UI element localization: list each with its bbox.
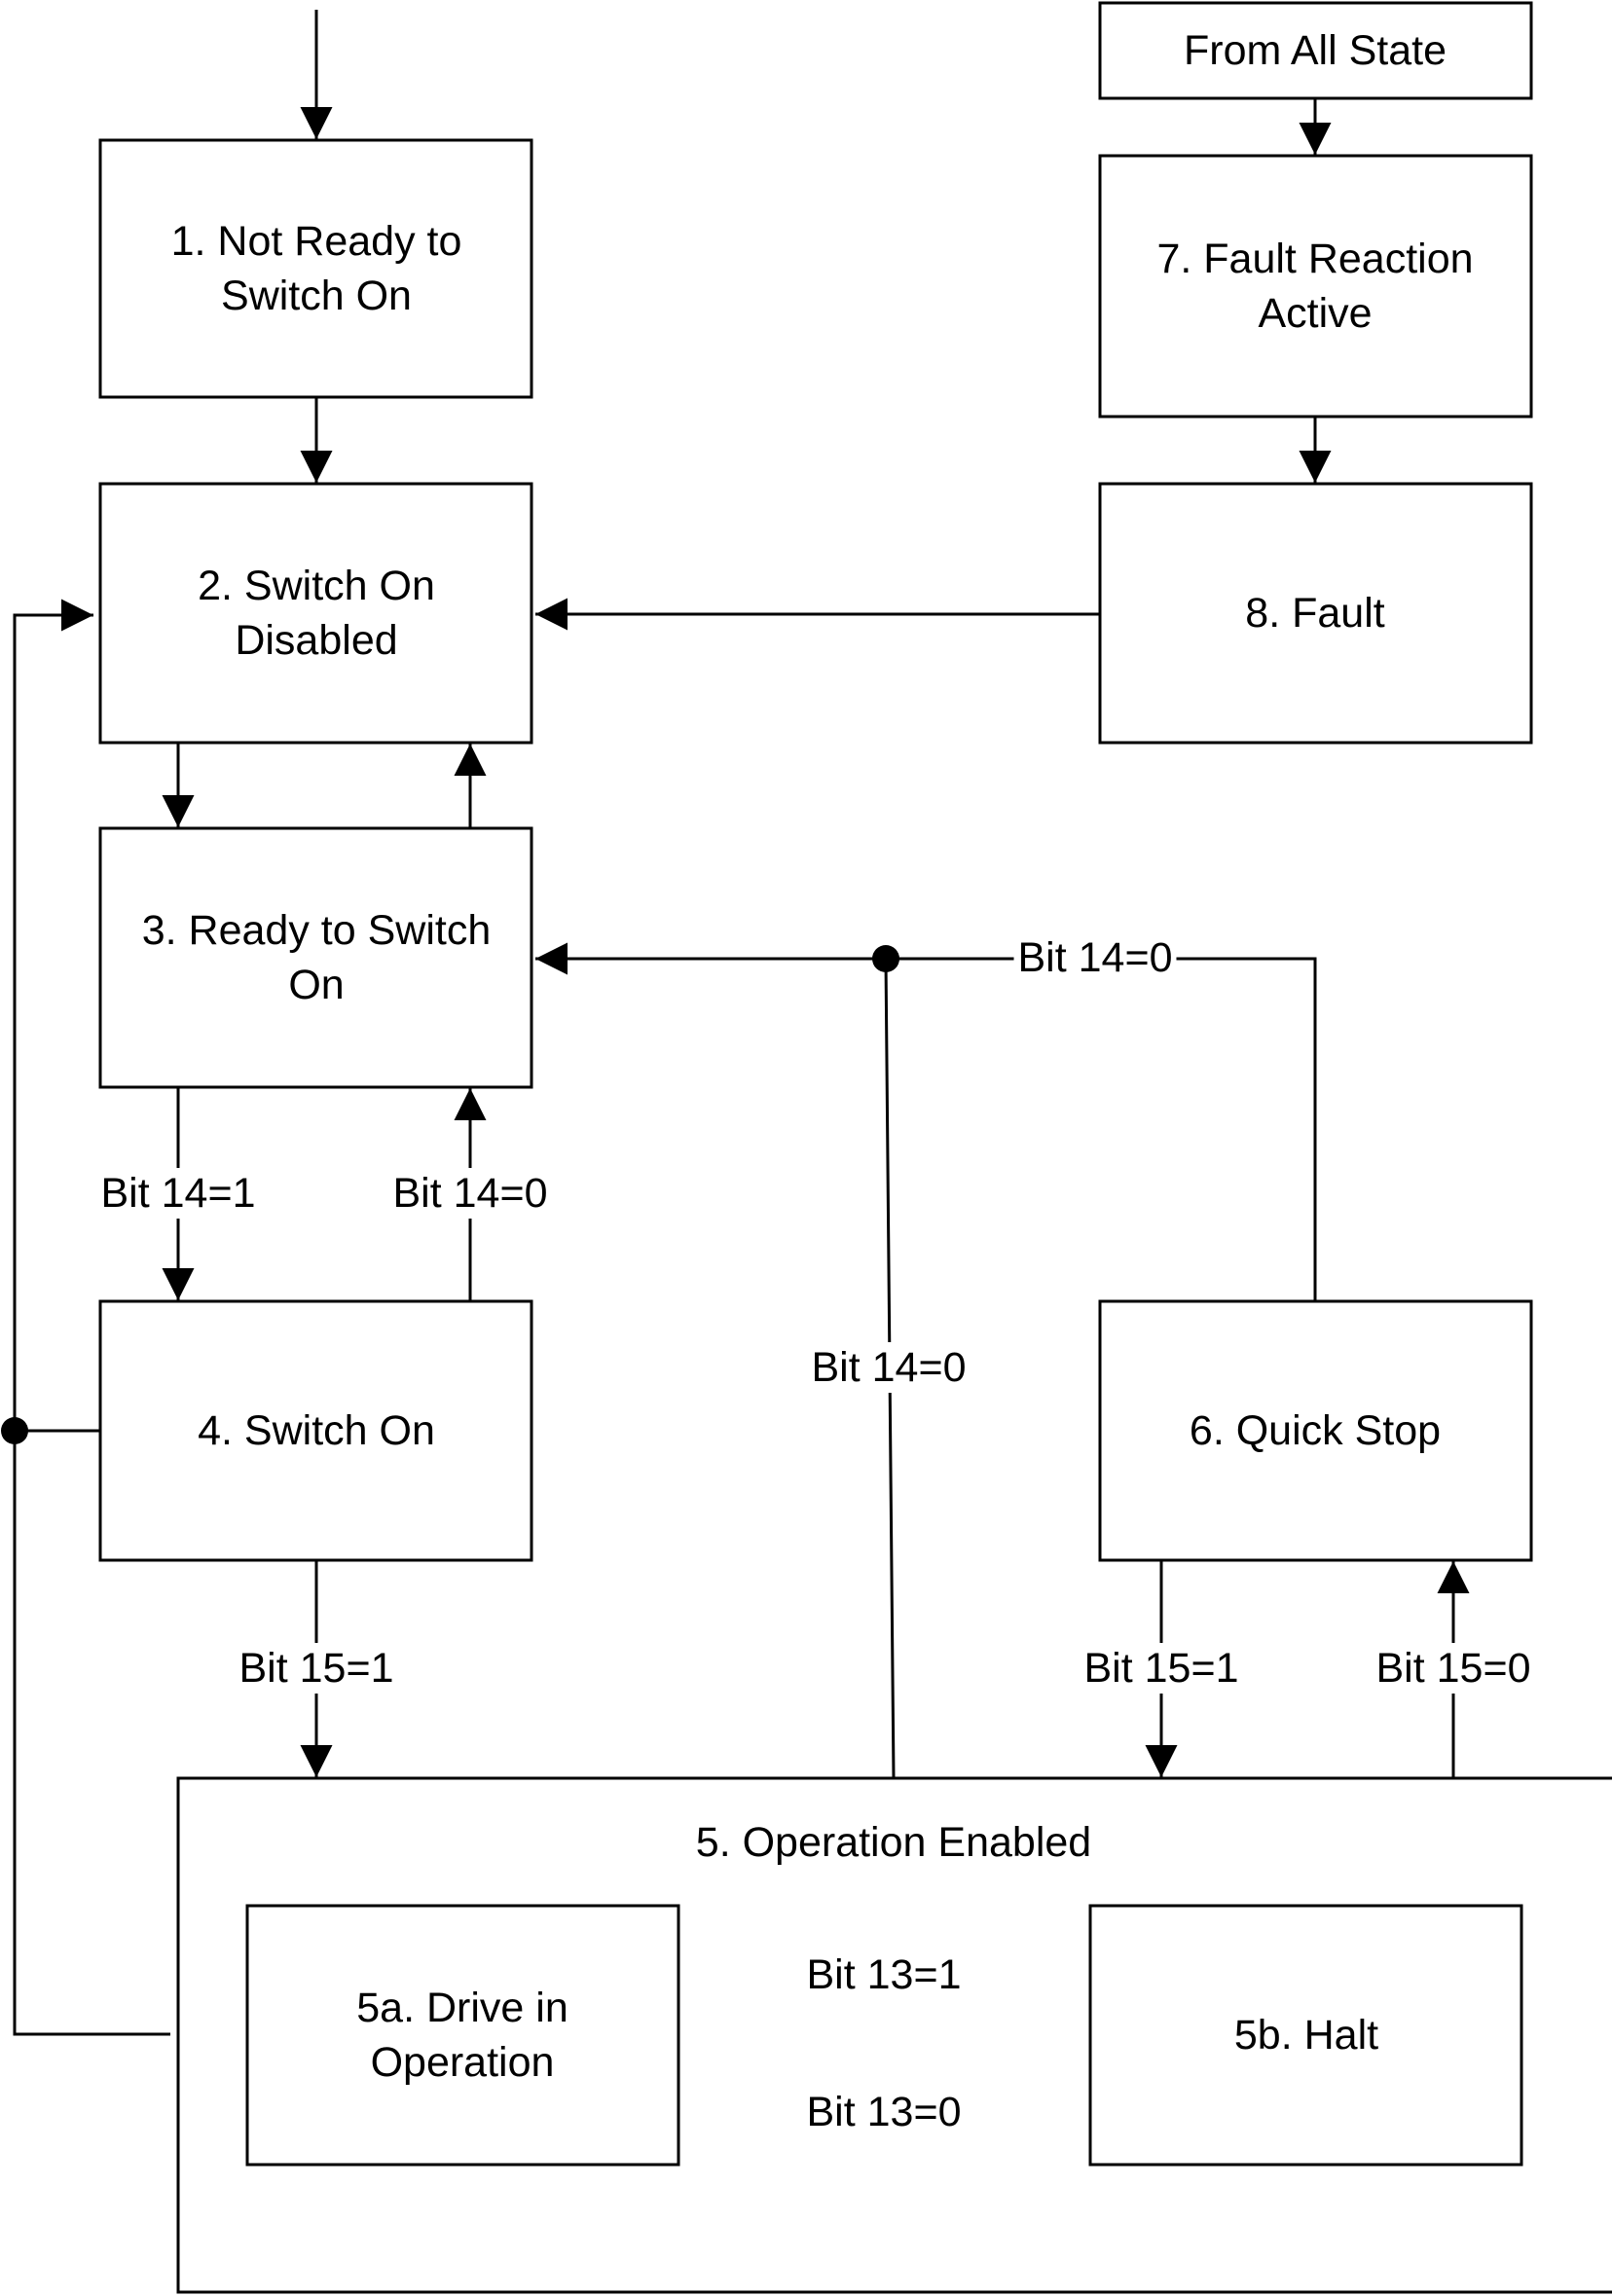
state-label-line: 5a. Drive in: [356, 1985, 568, 2031]
transition-label-s4-to-s3: Bit 14=0: [393, 1170, 548, 1217]
state-label-8: 8. Fault: [1245, 590, 1384, 637]
edge-s4-to-s2: [13, 599, 99, 1433]
state-label-line: 3. Ready to Switch: [142, 907, 492, 954]
transition-label-background: [802, 2087, 966, 2137]
state-label-4: 4. Switch On: [198, 1407, 435, 1454]
state-label-line: 6. Quick Stop: [1190, 1407, 1441, 1454]
state-box-4: [98, 1299, 533, 1562]
transition-label-s5-to-s3: Bit 14=0: [812, 1344, 967, 1391]
state-label-line: 8. Fault: [1245, 590, 1384, 637]
state-label-line: 2. Switch On: [198, 563, 435, 609]
state-labels: 1. Not Ready to Switch On 2. Switch On Dis…: [142, 27, 1474, 2086]
state-box-5b: [1088, 1904, 1523, 2167]
state-label-5a: 5a. Drive in Operation: [356, 1985, 568, 2086]
state-label-line: On: [288, 962, 344, 1008]
transition-label-s5b-to-s5a: Bit 13=0: [807, 2089, 962, 2135]
transition-label-s3-to-s4: Bit 14=1: [101, 1170, 256, 1217]
transition-label-background: [807, 1342, 971, 1393]
state-boxes: [98, 1, 1612, 2294]
state-label-1: 1. Not Ready to Switch On: [171, 218, 462, 319]
state-label-line: 5b. Halt: [1234, 2012, 1378, 2059]
edge-s6-to-s3: [886, 957, 1317, 1301]
transition-label-background: [96, 1168, 260, 1219]
state-label-line: Operation: [371, 2039, 555, 2086]
state-box-8: [1098, 482, 1533, 745]
state-label-line: 7. Fault Reaction: [1156, 236, 1473, 282]
state-label-line: Switch On: [221, 273, 412, 319]
transition-label-s6-to-s5: Bit 15=1: [1084, 1645, 1239, 1692]
state-label-line: From All State: [1184, 27, 1447, 74]
transition-label-background: [1372, 1643, 1535, 1694]
junction-dot-s3: [872, 945, 899, 972]
transition-label-s6-to-s3: Bit 14=0: [1018, 934, 1173, 981]
transition-label-s5a-to-s5b: Bit 13=1: [807, 1951, 962, 1998]
transition-label-background: [235, 1643, 398, 1694]
state-box-6: [1098, 1299, 1533, 1562]
state-box-3: [98, 826, 533, 1089]
junction-dot-left: [1, 1417, 28, 1444]
transition-label-background: [388, 1168, 552, 1219]
state-label-2: 2. Switch On Disabled: [198, 563, 435, 664]
transition-label-background: [802, 1950, 966, 2000]
edge-s5-to-s2: [13, 1431, 170, 2036]
state-label-line: Disabled: [235, 617, 397, 664]
transition-label-background: [1013, 932, 1177, 983]
state-label-line: 5. Operation Enabled: [696, 1819, 1091, 1866]
state-box-2: [98, 482, 533, 745]
transition-label-s5-to-s6: Bit 15=0: [1376, 1645, 1531, 1692]
from-all-box: [1098, 1, 1533, 100]
transition-label-background: [1080, 1643, 1243, 1694]
state-label-6: 6. Quick Stop: [1190, 1407, 1441, 1454]
state-box-7: [1098, 154, 1533, 419]
transition-labels: Bit 14=1 Bit 14=0 Bit 15=1 Bit 15=1 Bit …: [96, 932, 1535, 2137]
state-label-5: 5. Operation Enabled: [696, 1819, 1091, 1866]
state-box-1: [98, 138, 533, 399]
from-all-label: From All State: [1184, 27, 1447, 74]
state-label-5b: 5b. Halt: [1234, 2012, 1378, 2059]
state-label-line: 4. Switch On: [198, 1407, 435, 1454]
transition-label-s4-to-s5: Bit 15=1: [239, 1645, 394, 1692]
state-box-5a: [245, 1904, 680, 2167]
state-label-line: Active: [1258, 290, 1372, 337]
state-label-line: 1. Not Ready to: [171, 218, 462, 265]
